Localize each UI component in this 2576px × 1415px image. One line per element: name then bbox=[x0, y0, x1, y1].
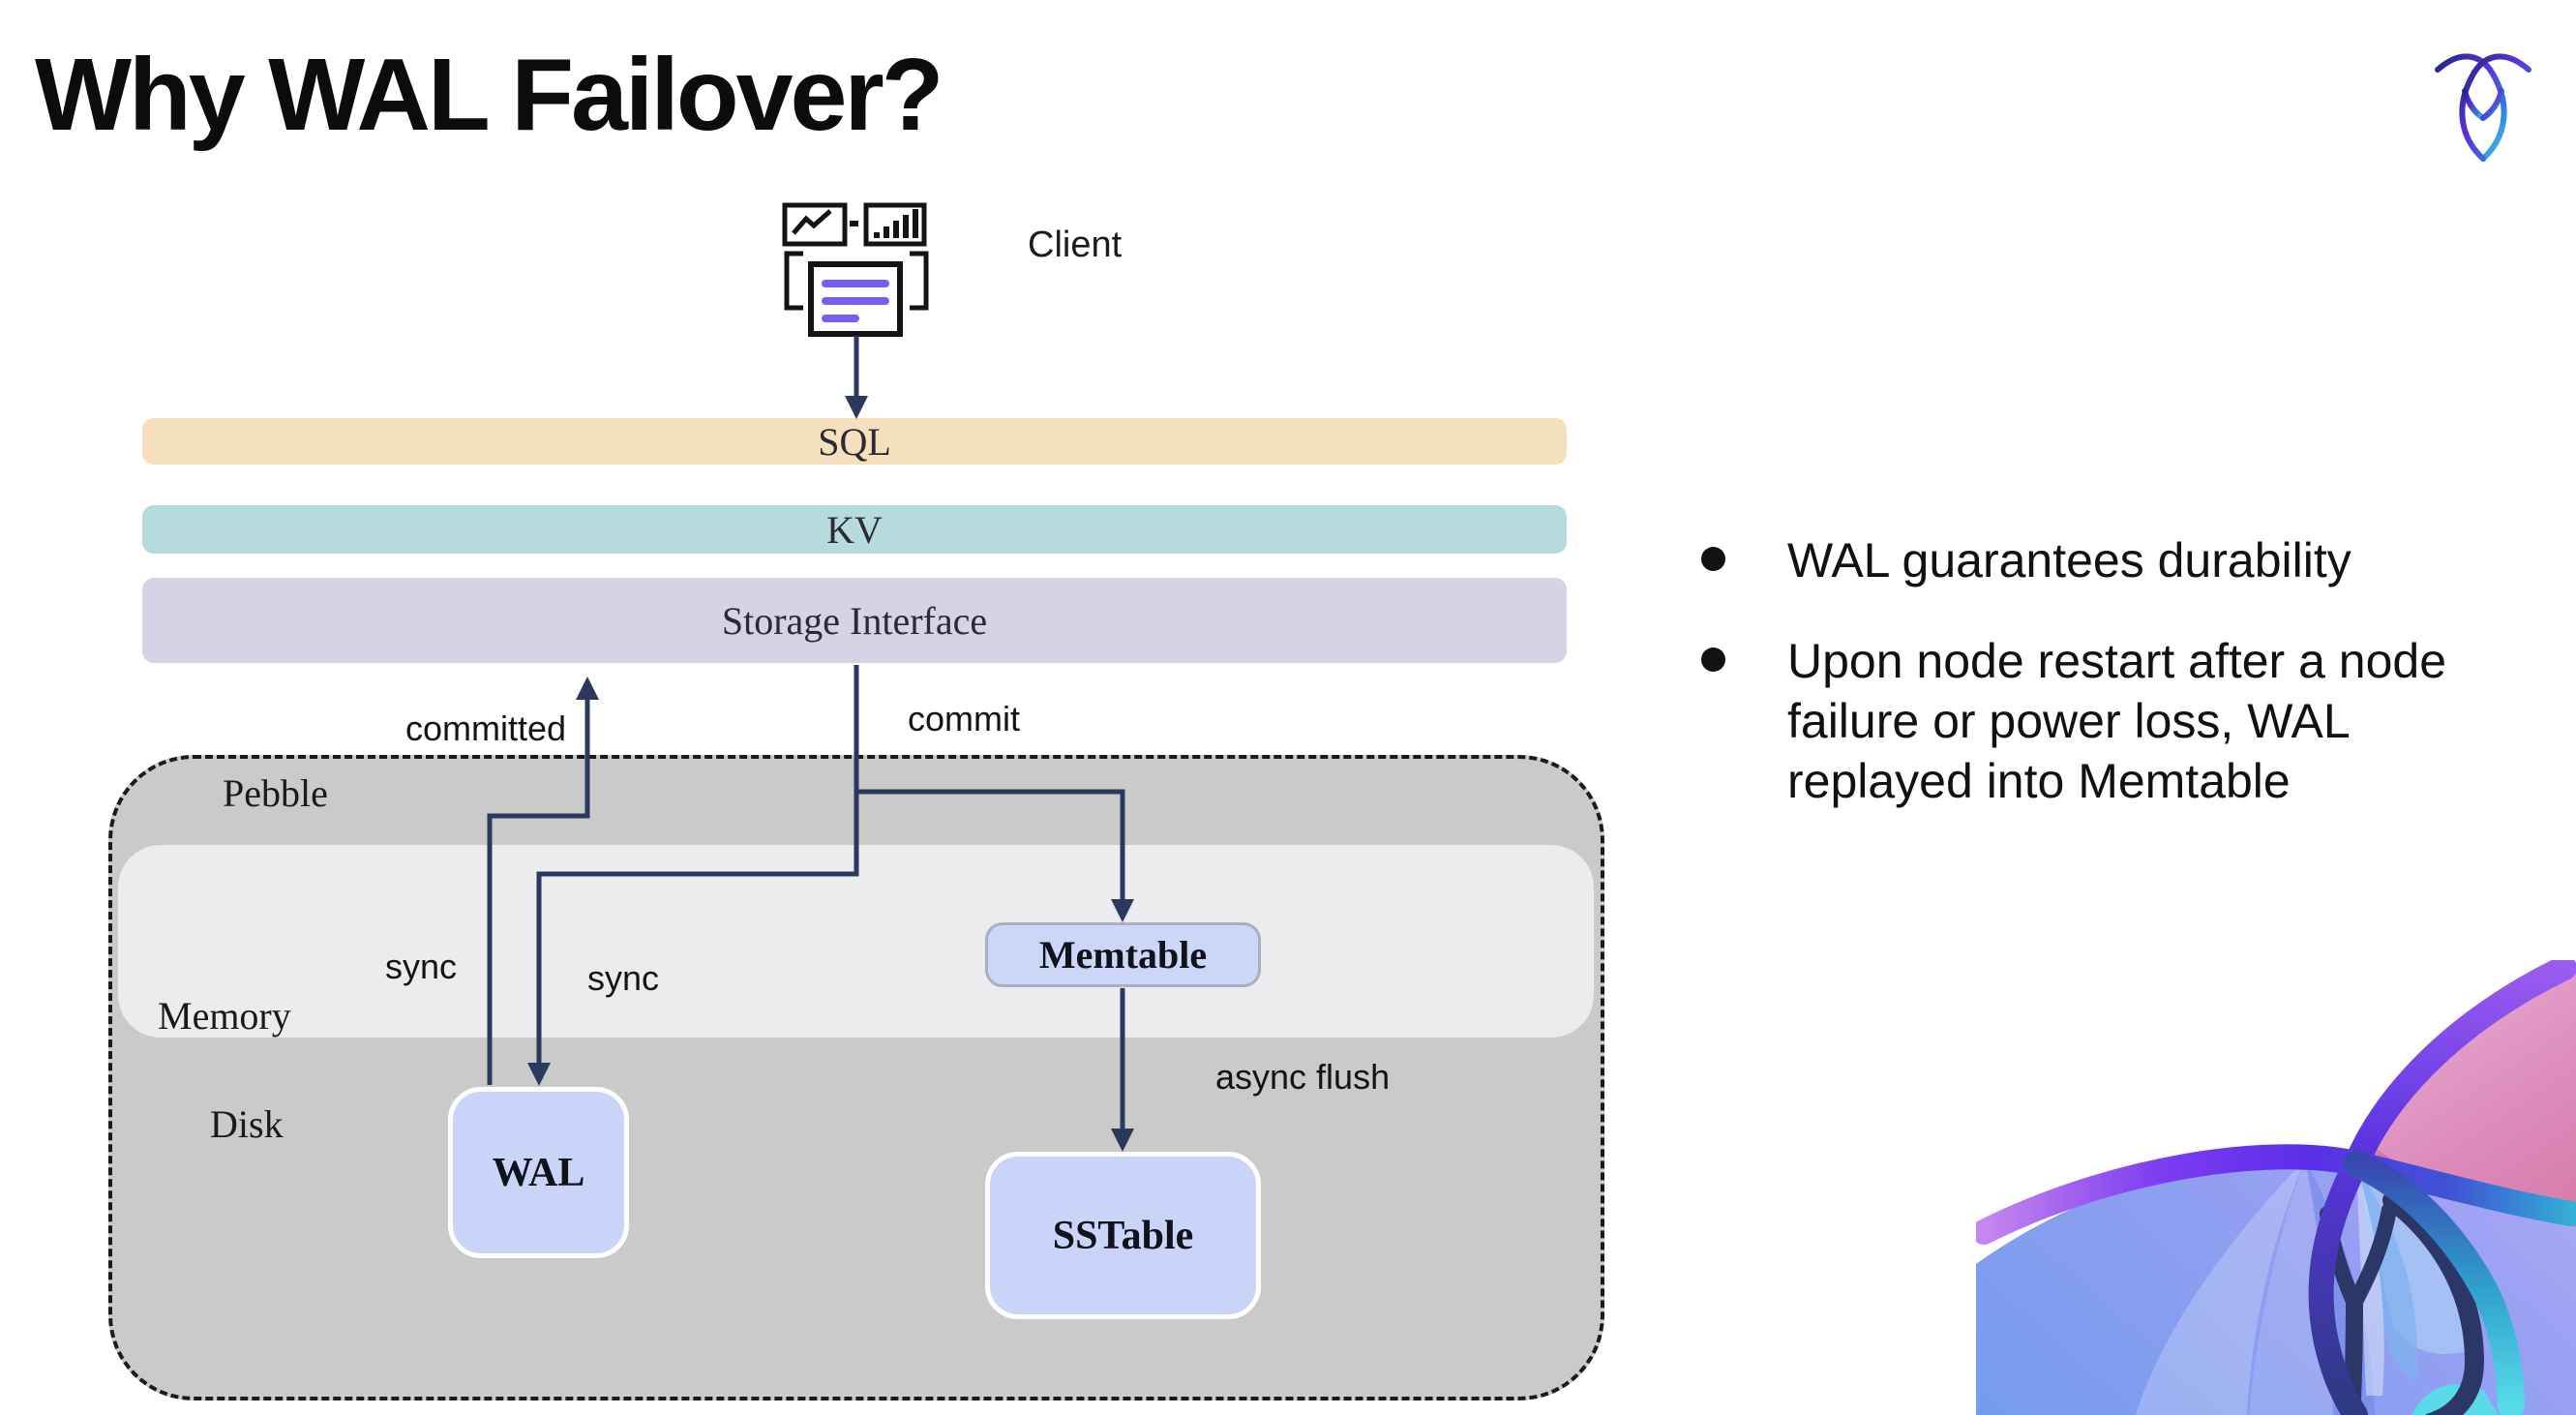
committed-edge-label: committed bbox=[405, 708, 567, 748]
memory-label: Memory bbox=[158, 994, 291, 1038]
memtable-node: Memtable bbox=[985, 922, 1261, 987]
disk-label: Disk bbox=[210, 1102, 284, 1146]
bullet-list: WAL guarantees durability Upon node rest… bbox=[1701, 530, 2576, 811]
async-flush-edge-label: async flush bbox=[1215, 1057, 1391, 1097]
page-title: Why WAL Failover? bbox=[35, 38, 944, 152]
layer-storage-label: Storage Interface bbox=[721, 598, 988, 643]
cockroachdb-logo-icon bbox=[2435, 45, 2531, 163]
cockroachdb-brand-graphic bbox=[1976, 960, 2576, 1415]
wal-node: WAL bbox=[448, 1087, 629, 1258]
bullet-icon bbox=[1701, 647, 1725, 672]
layer-storage-interface: Storage Interface bbox=[142, 578, 1567, 663]
list-item: Upon node restart after a node failure o… bbox=[1701, 631, 2576, 811]
bullet-text: Upon node restart after a node failure o… bbox=[1787, 634, 2447, 808]
client-label: Client bbox=[1028, 225, 1123, 265]
layer-kv-label: KV bbox=[826, 507, 883, 552]
layer-kv: KV bbox=[142, 505, 1567, 554]
sstable-label: SSTable bbox=[1052, 1213, 1194, 1258]
wal-label: WAL bbox=[492, 1150, 585, 1195]
layer-sql-label: SQL bbox=[818, 419, 891, 464]
memory-band bbox=[118, 845, 1594, 1038]
sync-right-edge-label: sync bbox=[587, 958, 660, 998]
client-terminal-charts-icon bbox=[774, 198, 939, 339]
layer-sql: SQL bbox=[142, 418, 1567, 465]
list-item: WAL guarantees durability bbox=[1701, 530, 2576, 590]
sync-left-edge-label: sync bbox=[385, 947, 458, 986]
sstable-node: SSTable bbox=[985, 1152, 1261, 1319]
commit-edge-label: commit bbox=[908, 699, 1020, 738]
bullet-icon bbox=[1701, 547, 1725, 571]
memtable-label: Memtable bbox=[1038, 933, 1208, 977]
pebble-label: Pebble bbox=[223, 771, 328, 815]
bullet-text: WAL guarantees durability bbox=[1787, 533, 2351, 587]
